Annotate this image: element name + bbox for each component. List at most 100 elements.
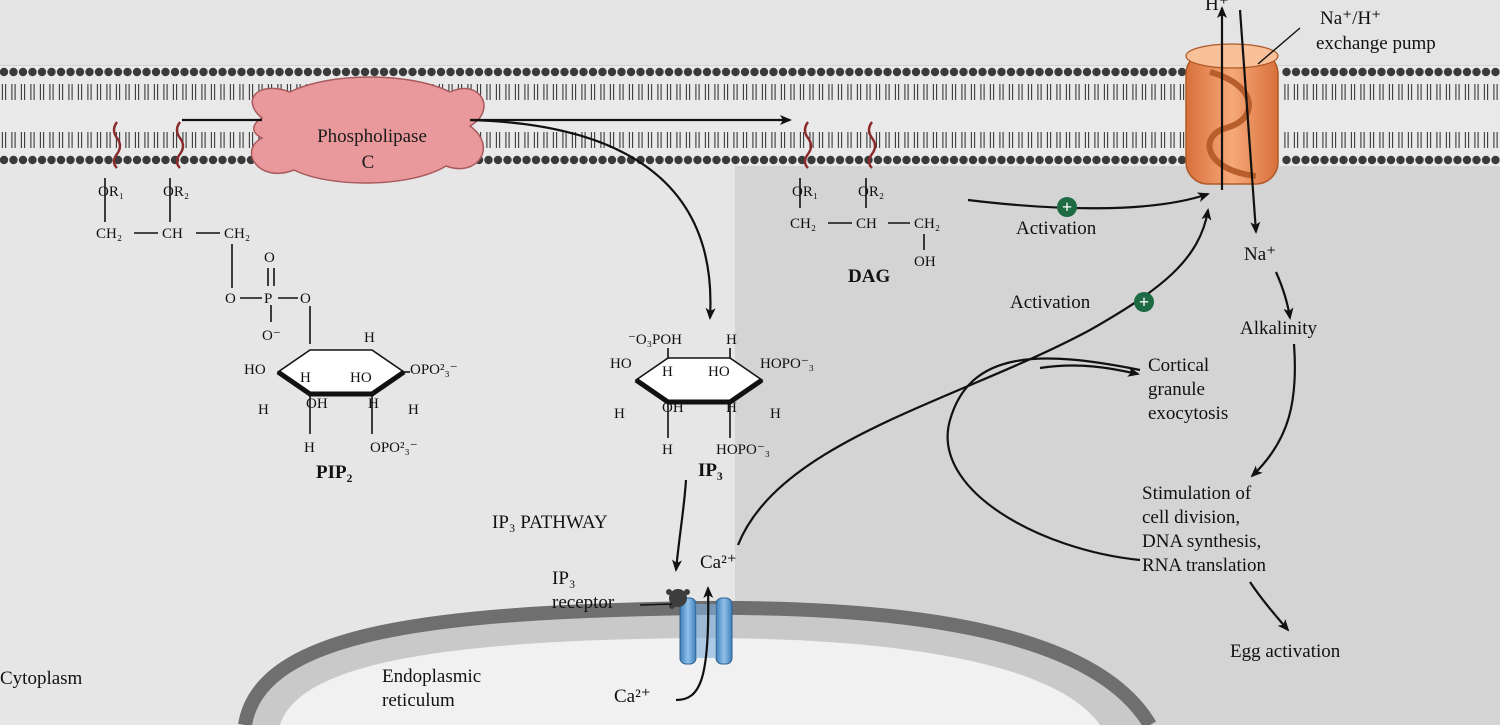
lipid-head [1111,67,1120,77]
lipid-head [930,67,940,77]
lipid-head [1006,155,1016,165]
lipid-head [1149,67,1158,77]
lipid-head [142,67,151,77]
lipid-head [550,155,560,165]
ca-release-arrow [675,586,714,702]
lipid-head [1301,67,1310,77]
phospholipase-label-2: C [362,152,375,173]
lipid-head [1101,155,1111,165]
lipid-head [1082,67,1092,77]
stimulation-label-2: cell division, [1142,507,1240,528]
lipid-head [1177,67,1187,77]
lipid-head [493,155,503,165]
ip3-receptor-label-2: receptor [552,592,615,613]
er-label-2: reticulum [382,690,455,711]
ip3-h5: H [662,442,673,458]
lipid-head [1348,67,1358,77]
lipid-head [664,155,674,165]
lipid-head [1130,155,1139,165]
lipid-head [807,155,816,165]
lipid-head [997,67,1006,77]
lipid-head [18,155,28,165]
lipid-head [845,67,854,77]
lipid-head [1358,155,1367,165]
lipid-head [921,155,930,165]
lipid-head [1396,155,1405,165]
pip2-or2: OR₂ [163,184,189,200]
ca-activation-arrow [736,208,1212,546]
lipid-head [28,67,37,77]
lipid-head [9,155,18,165]
lipid-head [1006,67,1016,77]
ip3-ho1: HO [610,356,632,372]
lipid-head [740,155,750,165]
lipid-head [132,155,142,165]
lipid-head [1291,67,1301,77]
lipid-head [693,155,702,165]
lipid-head [123,67,132,77]
activation-mid-label: Activation [1010,292,1091,313]
lipid-head [199,155,208,165]
lipid-head [664,67,674,77]
lipid-head [1130,67,1139,77]
lipid-head [778,155,788,165]
alkalinity-to-stimulation-arrow [1250,343,1297,478]
pip2-label: PIP₂ [316,462,353,483]
stimulation-label-3: DNA synthesis, [1142,531,1261,552]
lipid-head [892,155,902,165]
lipid-head [227,155,237,165]
pip2-o-left: O [225,291,236,307]
lipid-head [256,67,265,77]
lipid-head [940,155,949,165]
lipid-head [541,155,550,165]
lipid-head [493,67,503,77]
lipid-head [797,67,807,77]
lipid-head [560,67,569,77]
lipid-head [1054,67,1063,77]
lipid-head [151,155,161,165]
lipid-head [1396,67,1405,77]
lipid-head [75,67,85,77]
lipid-head [37,155,47,165]
pip2-o-top: O [264,250,275,266]
lipid-head [1092,67,1101,77]
pip2-ch: CH [162,226,183,242]
lipid-head [474,67,484,77]
lipid-head [911,155,921,165]
lipid-head [959,155,968,165]
lipid-head [446,67,455,77]
pip2-ho2: HO [350,370,372,386]
lipid-head [1386,67,1396,77]
lipid-head [607,67,617,77]
lipid-head [1168,155,1177,165]
lipid-head [180,67,189,77]
activation-mid-badge: + [1134,292,1154,312]
lipid-head [313,67,322,77]
activation-mid-plus: + [1139,292,1149,312]
pip2-h4: H [368,396,379,412]
lipid-head [1016,67,1025,77]
lipid-head [864,67,873,77]
dag-label: DAG [848,266,890,287]
lipid-head [1453,155,1462,165]
lipid-head [1481,155,1491,165]
lipid-head [1348,155,1358,165]
lipid-head [503,155,512,165]
lipid-head [854,67,864,77]
lipid-head [265,67,275,77]
lipid-head [531,155,541,165]
phospholipase-shape [250,76,485,184]
lipid-head [294,67,303,77]
na-to-alkalinity-arrow [1274,271,1294,320]
dag-or1: OR₁ [792,184,818,200]
lipid-head [408,67,417,77]
phospholipase-label-1: Phospholipase [317,126,427,147]
h-ion-label: H⁺ [1205,0,1229,15]
lipid-head [1491,155,1500,165]
lipid-head [987,155,997,165]
lipid-head [807,67,816,77]
lipid-head [902,155,911,165]
lipid-head [702,155,712,165]
lipid-head [1462,155,1472,165]
lipid-head [968,67,978,77]
